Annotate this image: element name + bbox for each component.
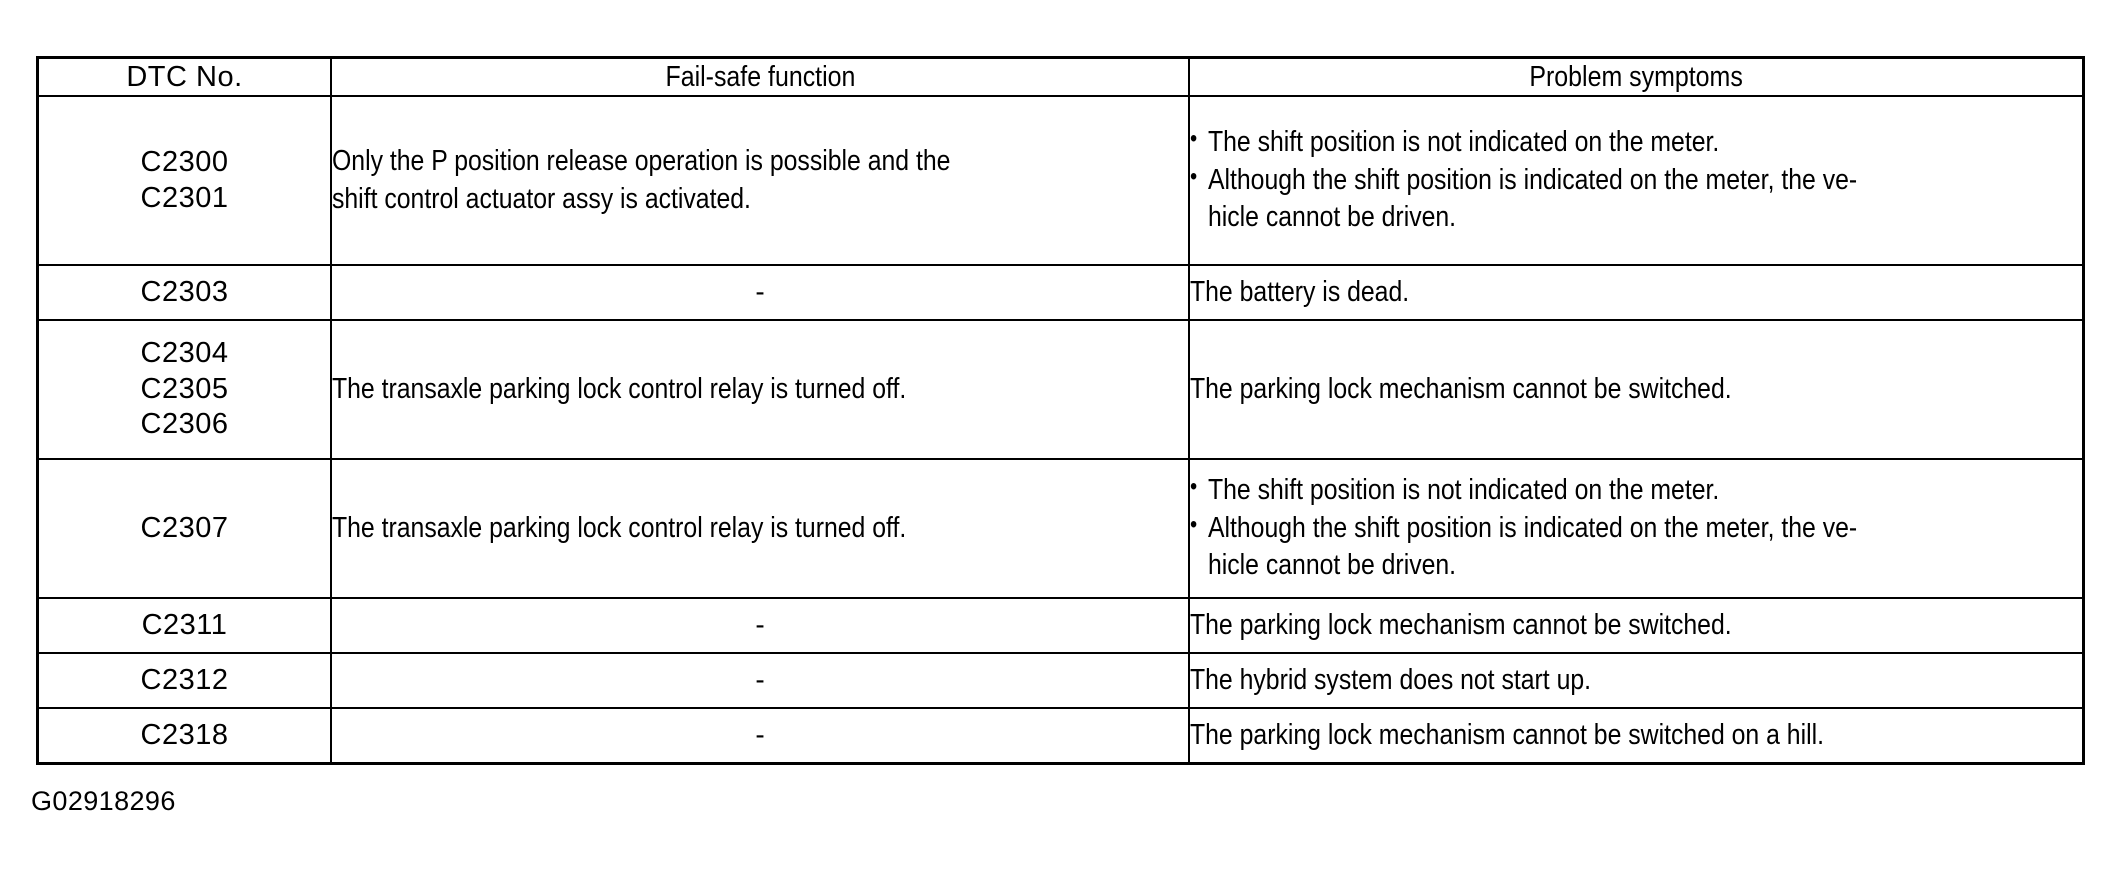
dtc-code: C2305	[140, 372, 229, 405]
symptom-bullet-line: The shift position is not indicated on t…	[1207, 125, 1720, 158]
symptom-bullet-line-continued: hicle cannot be driven.	[1207, 201, 1457, 234]
symptom-bullet-list: The shift position is not indicated on t…	[1190, 471, 1858, 585]
cell-dtc-no: C2300 C2301	[37, 95, 332, 266]
cell-dtc-no: C2303	[37, 264, 332, 321]
cell-problem-symptoms: The parking lock mechanism cannot be swi…	[1188, 597, 2084, 654]
fail-safe-line: -	[755, 664, 765, 696]
fail-safe-text: Only the P position release operation is…	[332, 143, 950, 218]
column-header-dtc-no-label: DTC No.	[126, 60, 243, 93]
cell-fail-safe-function: Only the P position release operation is…	[330, 95, 1190, 266]
fail-safe-text: -	[755, 717, 764, 753]
cell-fail-safe-function: -	[330, 707, 1190, 764]
table-row: C2311 - The parking lock mechanism canno…	[37, 597, 2084, 654]
table-row: C2312 - The hybrid system does not start…	[37, 652, 2084, 709]
table-row: C2318 - The parking lock mechanism canno…	[37, 707, 2084, 764]
cell-fail-safe-function: -	[330, 264, 1190, 321]
cell-dtc-no: C2311	[37, 597, 332, 654]
cell-dtc-no: C2307	[37, 458, 332, 599]
symptom-line: The battery is dead.	[1190, 275, 1410, 308]
fail-safe-line: shift control actuator assy is activated…	[332, 182, 751, 215]
cell-dtc-no: C2318	[37, 707, 332, 764]
cell-problem-symptoms: The hybrid system does not start up.	[1188, 652, 2084, 709]
cell-fail-safe-function: The transaxle parking lock control relay…	[330, 319, 1190, 460]
fail-safe-text: -	[755, 274, 764, 310]
column-header-fail-safe-function-label: Fail-safe function	[665, 60, 855, 93]
problem-symptoms-text: The battery is dead.	[1190, 274, 1409, 312]
dtc-code: C2311	[141, 608, 228, 641]
fail-safe-line: -	[755, 609, 765, 641]
symptom-bullet-item: The shift position is not indicated on t…	[1190, 123, 1857, 162]
column-header-fail-safe-function: Fail-safe function	[330, 57, 1190, 97]
figure-caption: G02918296	[31, 786, 176, 816]
symptom-bullet-item: The shift position is not indicated on t…	[1190, 471, 1857, 510]
fail-safe-line: Only the P position release operation is…	[332, 144, 951, 177]
fail-safe-line: The transaxle parking lock control relay…	[332, 372, 907, 405]
dtc-code: C2307	[140, 511, 229, 544]
symptom-bullet-list: The shift position is not indicated on t…	[1190, 123, 1858, 237]
dtc-code: C2306	[140, 408, 229, 441]
symptom-bullet-line: Although the shift position is indicated…	[1207, 511, 1858, 544]
dtc-fail-safe-table: DTC No. Fail-safe function Problem sympt…	[36, 56, 2085, 765]
symptom-bullet-line-continued: hicle cannot be driven.	[1207, 549, 1457, 582]
cell-problem-symptoms: The shift position is not indicated on t…	[1188, 95, 2084, 266]
cell-problem-symptoms: The parking lock mechanism cannot be swi…	[1188, 707, 2084, 764]
dtc-code: C2304	[140, 337, 229, 370]
problem-symptoms-text: The parking lock mechanism cannot be swi…	[1190, 607, 1732, 645]
dtc-code-list: C2311	[39, 608, 330, 643]
fail-safe-text: The transaxle parking lock control relay…	[332, 371, 906, 409]
column-header-problem-symptoms-label: Problem symptoms	[1529, 60, 1743, 93]
cell-dtc-no: C2312	[37, 652, 332, 709]
symptom-bullet-line: Although the shift position is indicated…	[1207, 163, 1858, 196]
symptom-line: The parking lock mechanism cannot be swi…	[1190, 718, 1824, 751]
cell-fail-safe-function: -	[330, 597, 1190, 654]
table-header-row: DTC No. Fail-safe function Problem sympt…	[37, 57, 2084, 97]
column-header-problem-symptoms: Problem symptoms	[1188, 57, 2084, 97]
dtc-code-list: C2300 C2301	[39, 145, 330, 216]
table-row: C2307 The transaxle parking lock control…	[37, 458, 2084, 599]
cell-fail-safe-function: The transaxle parking lock control relay…	[330, 458, 1190, 599]
symptom-line: The parking lock mechanism cannot be swi…	[1190, 608, 1732, 641]
column-header-dtc-no: DTC No.	[37, 57, 332, 97]
table-row: C2303 - The battery is dead.	[37, 264, 2084, 321]
dtc-code: C2318	[140, 718, 229, 751]
problem-symptoms-text: The parking lock mechanism cannot be swi…	[1190, 717, 1824, 755]
symptom-bullet-item: Although the shift position is indicated…	[1190, 509, 1858, 585]
cell-problem-symptoms: The battery is dead.	[1188, 264, 2084, 321]
cell-fail-safe-function: -	[330, 652, 1190, 709]
dtc-code: C2303	[140, 275, 229, 308]
fail-safe-line: -	[755, 276, 765, 308]
fail-safe-text: -	[755, 607, 764, 643]
problem-symptoms-text: The hybrid system does not start up.	[1190, 662, 1591, 700]
fail-safe-line: The transaxle parking lock control relay…	[332, 511, 907, 544]
fail-safe-line: -	[755, 719, 765, 751]
problem-symptoms-text: The shift position is not indicated on t…	[1190, 123, 1858, 237]
dtc-code-list: C2312	[39, 663, 330, 698]
fail-safe-text: The transaxle parking lock control relay…	[332, 510, 906, 548]
dtc-code: C2312	[140, 663, 229, 696]
dtc-code-list: C2304 C2305 C2306	[39, 336, 330, 442]
table-header: DTC No. Fail-safe function Problem sympt…	[37, 57, 2084, 97]
table-row: C2304 C2305 C2306 The transaxle parking …	[37, 319, 2084, 460]
symptom-bullet-line: The shift position is not indicated on t…	[1207, 473, 1720, 506]
table-row: C2300 C2301 Only the P position release …	[37, 95, 2084, 266]
dtc-code: C2300	[140, 146, 229, 179]
cell-problem-symptoms: The shift position is not indicated on t…	[1188, 458, 2084, 599]
dtc-code-list: C2307	[39, 511, 330, 546]
cell-problem-symptoms: The parking lock mechanism cannot be swi…	[1188, 319, 2084, 460]
cell-dtc-no: C2304 C2305 C2306	[37, 319, 332, 460]
fail-safe-text: -	[755, 662, 764, 698]
symptom-bullet-item: Although the shift position is indicated…	[1190, 161, 1858, 237]
symptom-line: The parking lock mechanism cannot be swi…	[1190, 372, 1732, 405]
symptom-line: The hybrid system does not start up.	[1190, 663, 1592, 696]
problem-symptoms-text: The parking lock mechanism cannot be swi…	[1190, 371, 1732, 409]
dtc-code-list: C2318	[39, 718, 330, 753]
table-body: C2300 C2301 Only the P position release …	[37, 95, 2084, 764]
dtc-code-list: C2303	[39, 275, 330, 310]
dtc-code: C2301	[140, 181, 229, 214]
problem-symptoms-text: The shift position is not indicated on t…	[1190, 471, 1858, 585]
